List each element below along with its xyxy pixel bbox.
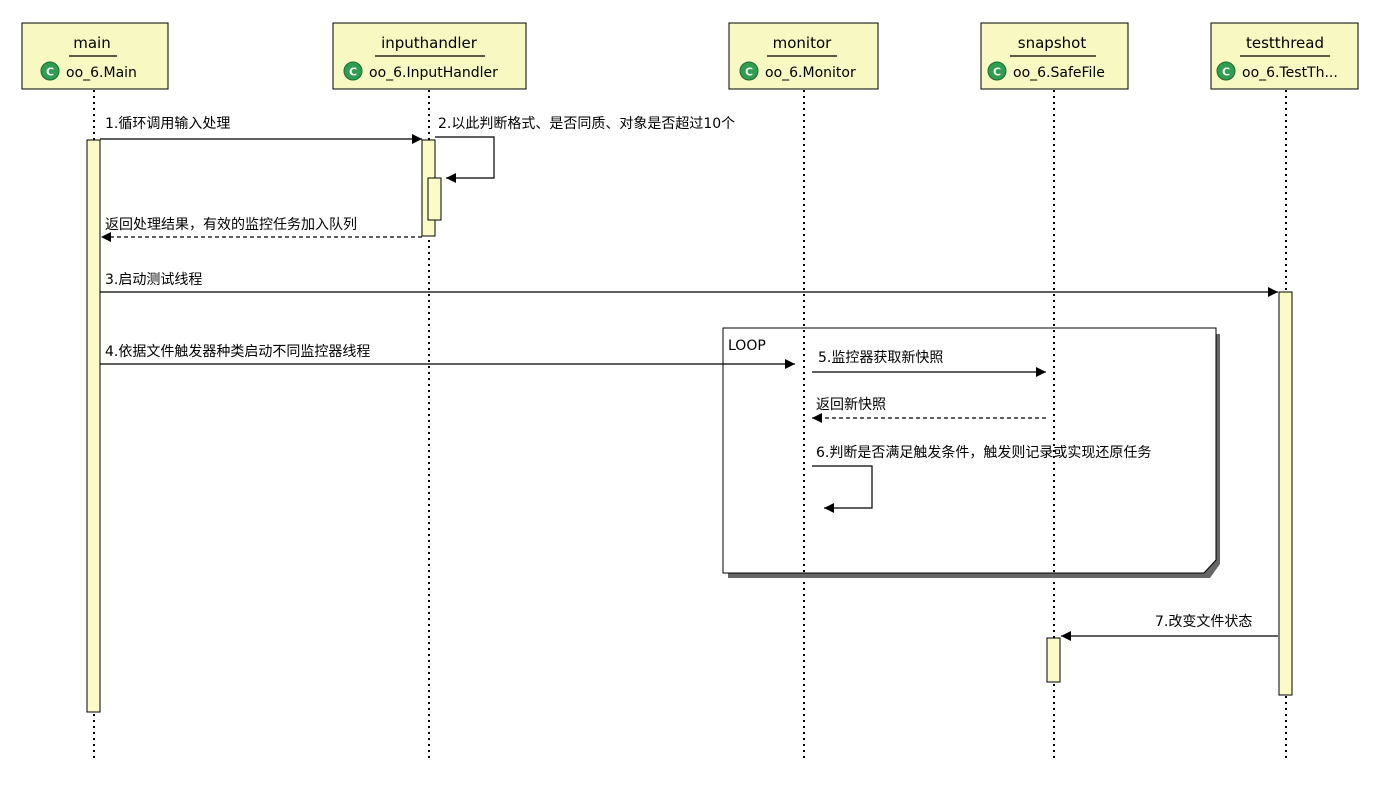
lifeline-overlay — [803, 330, 1055, 572]
participant-class: oo_6.SafeFile — [1013, 65, 1105, 81]
activation-main — [86, 139, 101, 713]
participant-name: testthread — [1246, 34, 1324, 52]
participant-name: main — [73, 34, 110, 52]
message-return-2[interactable]: 返回新快照 — [812, 397, 1046, 423]
message-label: 5.监控器获取新快照 — [818, 350, 943, 366]
svg-text:C: C — [46, 66, 54, 79]
svg-text:C: C — [993, 66, 1001, 79]
activation-snapshot — [1046, 637, 1061, 683]
message-label: 2.以此判断格式、是否同质、对象是否超过10个 — [438, 116, 735, 132]
participant-snapshot[interactable]: snapshot C oo_6.SafeFile — [980, 22, 1129, 90]
participant-name: inputhandler — [381, 34, 478, 52]
participant-name: snapshot — [1018, 34, 1087, 52]
participant-class: oo_6.TestTh... — [1242, 65, 1338, 81]
svg-text:C: C — [1222, 66, 1230, 79]
message-label: 6.判断是否满足触发条件，触发则记录或实现还原任务 — [816, 444, 1151, 461]
class-icon: C — [343, 61, 363, 81]
message-2[interactable]: 2.以此判断格式、是否同质、对象是否超过10个 — [435, 116, 735, 183]
message-label: 返回处理结果，有效的监控任务加入队列 — [105, 217, 357, 233]
message-3[interactable]: 3.启动测试线程 — [100, 272, 1278, 297]
participant-inputhandler[interactable]: inputhandler C oo_6.InputHandler — [332, 22, 527, 90]
svg-text:C: C — [745, 66, 753, 79]
participant-class: oo_6.Main — [66, 65, 137, 81]
activations — [86, 139, 1293, 713]
message-label: 7.改变文件状态 — [1155, 614, 1252, 630]
message-4[interactable]: 4.依据文件触发器种类启动不同监控器线程 — [100, 344, 795, 369]
message-label: 返回新快照 — [816, 397, 886, 413]
class-icon: C — [987, 61, 1007, 81]
message-1[interactable]: 1.循环调用输入处理 — [100, 116, 422, 144]
participant-class: oo_6.Monitor — [765, 65, 856, 81]
message-6[interactable]: 6.判断是否满足触发条件，触发则记录或实现还原任务 — [812, 444, 1151, 513]
svg-text:C: C — [349, 66, 357, 79]
loop-label: LOOP — [728, 338, 766, 354]
message-7[interactable]: 7.改变文件状态 — [1061, 614, 1278, 641]
message-label: 3.启动测试线程 — [105, 272, 202, 288]
participant-class: oo_6.InputHandler — [369, 65, 498, 81]
message-label: 1.循环调用输入处理 — [105, 116, 230, 132]
activation-inputhandler-self — [427, 177, 442, 221]
message-label: 4.依据文件触发器种类启动不同监控器线程 — [105, 344, 370, 360]
participant-testthread[interactable]: testthread C oo_6.TestTh... — [1210, 22, 1359, 90]
participant-main[interactable]: main C oo_6.Main — [21, 22, 169, 90]
participant-name: monitor — [773, 34, 833, 52]
participant-monitor[interactable]: monitor C oo_6.Monitor — [728, 22, 879, 90]
class-icon: C — [1216, 61, 1236, 81]
message-5[interactable]: 5.监控器获取新快照 — [812, 350, 1046, 377]
activation-testthread — [1278, 291, 1293, 696]
class-icon: C — [40, 61, 60, 81]
message-return-1[interactable]: 返回处理结果，有效的监控任务加入队列 — [101, 217, 422, 242]
class-icon: C — [739, 61, 759, 81]
loop-fragment: LOOP — [722, 327, 1220, 578]
